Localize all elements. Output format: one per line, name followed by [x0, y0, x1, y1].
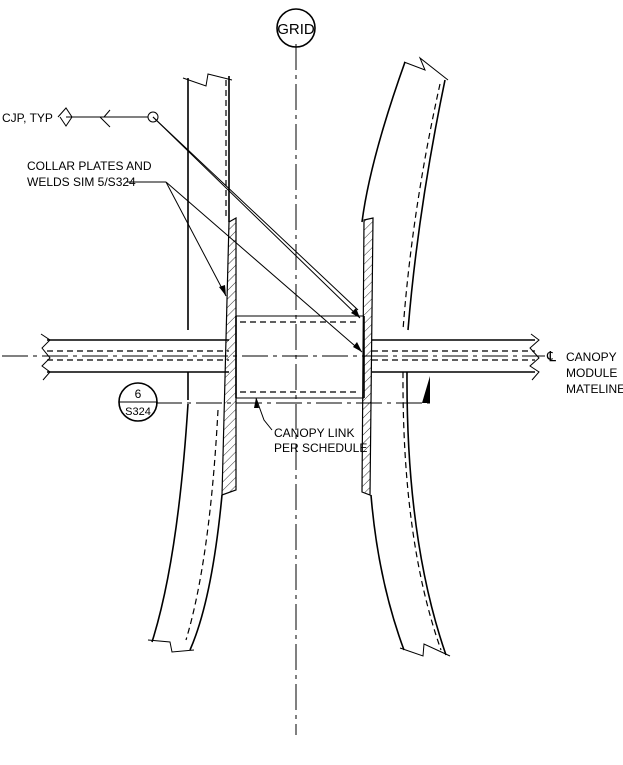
- grid-bubble: GRID: [276, 8, 316, 48]
- collar-callout: COLLAR PLATES AND WELDS SIM 5/S324: [27, 159, 363, 353]
- section-sheet: S324: [125, 406, 151, 418]
- section-marker: 6 S324: [118, 382, 158, 422]
- mateline-label-line2: MODULE: [566, 366, 617, 380]
- collar-label-line1: COLLAR PLATES AND: [27, 159, 152, 173]
- cjp-callout: CJP, TYP: [2, 107, 361, 319]
- canopy-link: [235, 315, 365, 399]
- link-label-line1: CANOPY LINK: [274, 426, 354, 440]
- right-curved-member: [361, 56, 451, 657]
- link-label-line2: PER SCHEDULE: [274, 441, 367, 455]
- grid-label: GRID: [277, 21, 315, 38]
- right-canopy-beam: [372, 333, 540, 381]
- collar-label-line2: WELDS SIM 5/S324: [27, 175, 136, 189]
- centerline-symbol: ℄: [546, 348, 556, 364]
- section-number: 6: [135, 387, 142, 401]
- left-collar-plate: [221, 216, 237, 496]
- canopy-link-callout: CANOPY LINK PER SCHEDULE: [254, 397, 367, 455]
- mateline-callout: ℄ CANOPY MODULE MATELINE: [546, 348, 623, 396]
- left-column: [182, 73, 233, 400]
- cjp-label: CJP, TYP: [2, 111, 53, 125]
- left-canopy-beam: [40, 333, 229, 381]
- mateline-label-line1: CANOPY: [566, 350, 617, 364]
- mateline-label-line3: MATELINE: [566, 382, 623, 396]
- left-curved-member: [147, 403, 223, 653]
- weld-all-around-icon: [147, 111, 159, 123]
- section-arrow: [422, 376, 430, 403]
- right-collar-plate: [361, 217, 374, 496]
